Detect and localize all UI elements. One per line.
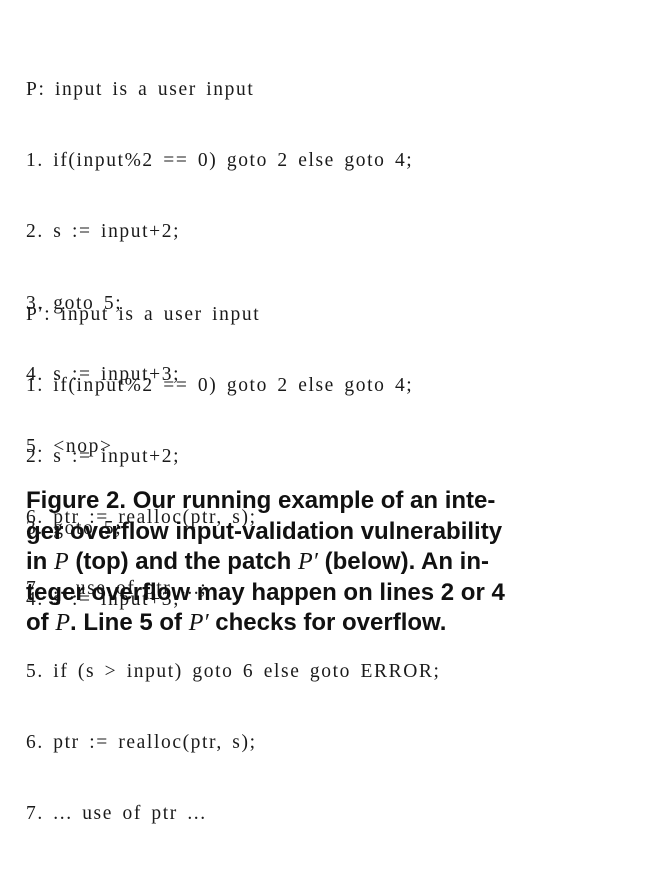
code-line: 7. .. use of ptr ...;	[26, 578, 208, 600]
code-listing-original: P: input is a user input 1. if(input%2 =…	[26, 30, 413, 649]
code-line: 1. if(input%2 == 0) goto 2 else goto 4;	[26, 149, 414, 171]
code-line: 4. s := input+3;	[26, 589, 181, 611]
caption-text: in	[26, 548, 54, 575]
code-line: 2. s := input+2;	[26, 446, 181, 468]
caption-line: in P (top) and the patch P′ (below). An …	[26, 547, 586, 578]
caption-line: Figure 2. Our running example of an inte…	[26, 487, 496, 514]
listing-header: P: input is a user input	[26, 78, 255, 100]
caption-text: (top) and the patch	[68, 548, 298, 575]
code-line: 6. ptr := realloc(ptr, s);	[26, 731, 257, 753]
code-line: 3. goto 5;	[26, 517, 123, 539]
caption-text: of	[26, 609, 56, 636]
code-line: 1. if(input%2 == 0) goto 2 else goto 4;	[26, 374, 414, 396]
caption-text: (below). An in-	[317, 548, 489, 575]
code-line: 7. ... use of ptr ...	[26, 803, 207, 825]
caption-line: teger overflow may happen on lines 2 or …	[26, 578, 505, 606]
listing-header: P′: input is a user input	[26, 303, 261, 325]
paper-figure: P: input is a user input 1. if(input%2 =…	[26, 30, 586, 825]
caption-line: of P. Line 5 of P′ checks for overflow.	[26, 608, 586, 639]
caption-text: . Line 5 of	[70, 609, 189, 636]
code-line: 5. <nop>	[26, 435, 113, 457]
code-line: 3. goto 5;	[26, 292, 123, 314]
code-line: 4. s := input+3;	[26, 364, 181, 386]
math-symbol-p-prime: P′	[297, 549, 318, 575]
math-symbol-p: P	[55, 610, 70, 636]
caption-text: checks for overflow.	[208, 609, 447, 636]
math-symbol-p-prime: P′	[188, 610, 209, 636]
math-symbol-p: P	[54, 549, 69, 575]
caption-line: ger overflow input-validation vulnerabil…	[26, 517, 503, 545]
code-line: 2. s := input+2;	[26, 221, 181, 243]
code-line: 5. if (s > input) goto 6 else goto ERROR…	[26, 660, 441, 682]
figure-caption: Figure 2. Our running example of an inte…	[26, 486, 586, 639]
code-line: 6. ptr := realloc(ptr, s);	[26, 506, 257, 528]
